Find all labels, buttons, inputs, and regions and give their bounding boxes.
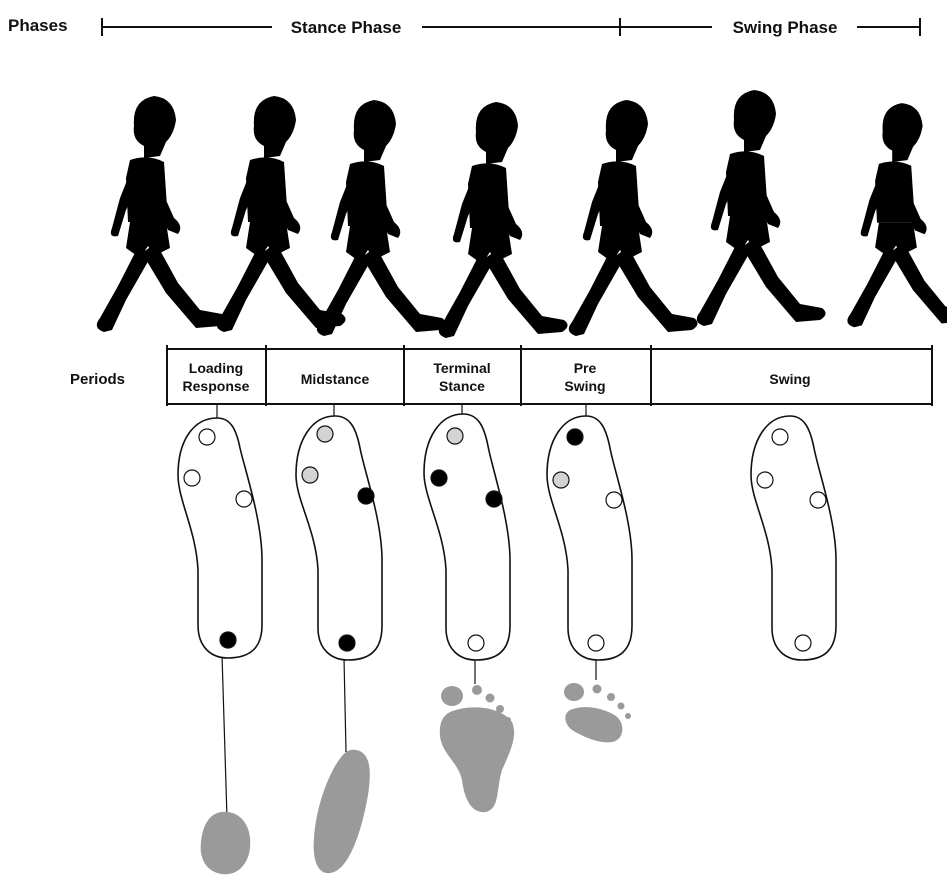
sensor-toe	[317, 426, 333, 442]
toe-print	[486, 694, 495, 703]
figure-midstance-early	[217, 96, 346, 332]
sensor-heel	[795, 635, 811, 651]
swing-phase-label: Swing Phase	[733, 18, 838, 37]
sensor-lateral-forefoot	[236, 491, 252, 507]
insole-outline	[751, 416, 836, 660]
footprints	[201, 683, 631, 874]
figure-pre-swing	[569, 100, 698, 336]
period-pre-swing-line2: Swing	[564, 378, 605, 394]
connector-loading-bottom	[222, 655, 227, 818]
connector-midstance-bottom	[344, 658, 346, 752]
toe-print	[472, 685, 482, 695]
period-loading-response-line2: Response	[183, 378, 250, 394]
sensor-medial-forefoot	[757, 472, 773, 488]
sensor-heel	[220, 632, 236, 648]
insole-midstance	[296, 416, 382, 660]
sensor-toe	[199, 429, 215, 445]
figure-loading-response	[97, 96, 226, 332]
toe-print	[607, 693, 615, 701]
sensor-lateral-forefoot	[486, 491, 502, 507]
footprint-terminal-stance	[440, 685, 514, 812]
periods-label: Periods	[70, 371, 125, 388]
sensor-heel	[468, 635, 484, 651]
period-pre-swing-line1: Pre	[574, 360, 597, 376]
period-midstance: Midstance	[301, 371, 370, 387]
insole-outline	[178, 418, 262, 658]
sensor-medial-forefoot	[302, 467, 318, 483]
footprint-heel-strike	[201, 812, 251, 874]
period-terminal-stance-line1: Terminal	[433, 360, 490, 376]
sensor-toe	[447, 428, 463, 444]
insole-terminal-stance	[424, 414, 510, 660]
walking-figures	[97, 90, 947, 338]
sensor-medial-forefoot	[431, 470, 447, 486]
sensor-lateral-forefoot	[358, 488, 374, 504]
insole-swing	[751, 416, 836, 660]
stance-phase-label: Stance Phase	[291, 18, 402, 37]
footprint-midstance	[314, 750, 370, 873]
toe-print	[593, 685, 602, 694]
sensor-heel	[339, 635, 355, 651]
period-loading-response-line1: Loading	[189, 360, 243, 376]
insole-outline	[547, 416, 632, 660]
insoles	[178, 414, 836, 660]
sensor-lateral-forefoot	[606, 492, 622, 508]
figure-midstance-late	[317, 100, 446, 336]
footprint-pre-swing	[564, 683, 631, 742]
footprint-forefoot-heel	[440, 707, 514, 812]
figure-terminal-swing	[847, 103, 947, 327]
sensor-heel	[588, 635, 604, 651]
footprint-forefoot	[565, 707, 622, 742]
figure-terminal-stance	[439, 102, 568, 338]
sensor-medial-forefoot	[184, 470, 200, 486]
sensor-toe	[567, 429, 583, 445]
phases-header: Phases Stance Phase Swing Phase	[8, 16, 920, 37]
periods-row: Periods Loading Response Midstance Termi…	[70, 345, 932, 406]
connector-lines	[217, 404, 596, 818]
toe-print	[625, 713, 631, 719]
period-terminal-stance-line2: Stance	[439, 378, 485, 394]
period-swing: Swing	[769, 371, 810, 387]
toe-print	[496, 705, 504, 713]
insole-loading-response	[178, 418, 262, 658]
toe-print	[618, 703, 625, 710]
insole-outline	[296, 416, 382, 660]
insole-outline	[424, 414, 510, 660]
sensor-medial-forefoot	[553, 472, 569, 488]
sensor-toe	[772, 429, 788, 445]
phases-label: Phases	[8, 16, 68, 35]
big-toe-print	[441, 686, 463, 706]
figure-initial-swing	[697, 90, 826, 326]
sensor-lateral-forefoot	[810, 492, 826, 508]
big-toe-print	[564, 683, 584, 701]
toe-print	[505, 717, 511, 723]
insole-pre-swing	[547, 416, 632, 660]
